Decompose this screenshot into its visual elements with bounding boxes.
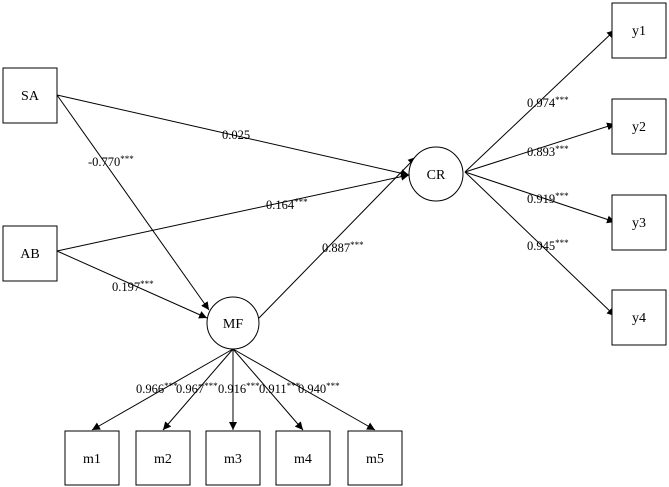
node-m1-label: m1 <box>83 452 101 467</box>
path-ab-mf <box>56 250 208 319</box>
path-mf-cr <box>258 156 417 319</box>
coef-sa-cr: 0.025 <box>222 128 250 142</box>
node-cr: CR <box>408 146 464 202</box>
path-ab-cr <box>56 172 410 252</box>
node-m2: m2 <box>135 430 191 486</box>
coef-mf-m3: 0.916*** <box>218 381 260 396</box>
node-m4-label: m4 <box>294 452 312 467</box>
coef-mf-m1: 0.966*** <box>136 381 178 396</box>
coef-sa-mf: -0.770*** <box>88 154 134 169</box>
coef-mf-cr: 0.887*** <box>322 240 364 255</box>
node-cr-label: CR <box>427 168 446 183</box>
node-y2: y2 <box>611 98 667 155</box>
coef-ab-cr: 0.164*** <box>266 197 308 212</box>
node-m2-label: m2 <box>154 452 172 467</box>
node-ab: AB <box>2 225 58 282</box>
node-mf: MF <box>206 296 260 350</box>
node-m4: m4 <box>275 430 331 486</box>
node-y3: y3 <box>611 194 667 251</box>
node-sa-label: SA <box>21 89 40 104</box>
node-m5-label: m5 <box>366 452 384 467</box>
node-ab-label: AB <box>20 247 39 262</box>
coef-mf-m5: 0.940*** <box>298 381 340 396</box>
node-sa: SA <box>2 67 58 124</box>
coef-ab-mf: 0.197*** <box>112 279 154 294</box>
node-y3-label: y3 <box>632 216 646 231</box>
coef-cr-y1: 0.974*** <box>527 95 569 110</box>
node-y2-label: y2 <box>632 120 646 135</box>
loading-mf-m5 <box>232 348 376 431</box>
node-m3-label: m3 <box>224 452 242 467</box>
loading-mf-m2 <box>162 348 234 431</box>
coef-mf-m2: 0.967*** <box>176 381 218 396</box>
path-sa-mf <box>56 94 210 311</box>
node-m5: m5 <box>347 430 403 486</box>
coef-mf-m4: 0.911*** <box>259 381 301 396</box>
loading-cr-y4 <box>464 171 616 317</box>
loading-mf-m1 <box>91 348 234 431</box>
node-y4-label: y4 <box>632 311 646 326</box>
coef-cr-y3: 0.919*** <box>527 191 569 206</box>
loading-mf-m4 <box>232 348 304 431</box>
coef-cr-y2: 0.893*** <box>527 144 569 159</box>
loading-cr-y3 <box>464 171 616 224</box>
loading-cr-y2 <box>464 122 616 173</box>
node-y4: y4 <box>611 289 667 346</box>
coef-cr-y4: 0.945*** <box>527 238 569 253</box>
node-y1-label: y1 <box>632 24 646 39</box>
node-y1: y1 <box>611 2 667 59</box>
node-mf-label: MF <box>223 317 243 332</box>
node-m3: m3 <box>205 430 261 486</box>
loading-cr-y1 <box>464 29 616 173</box>
path-sa-cr <box>56 94 410 178</box>
node-m1: m1 <box>64 430 120 486</box>
